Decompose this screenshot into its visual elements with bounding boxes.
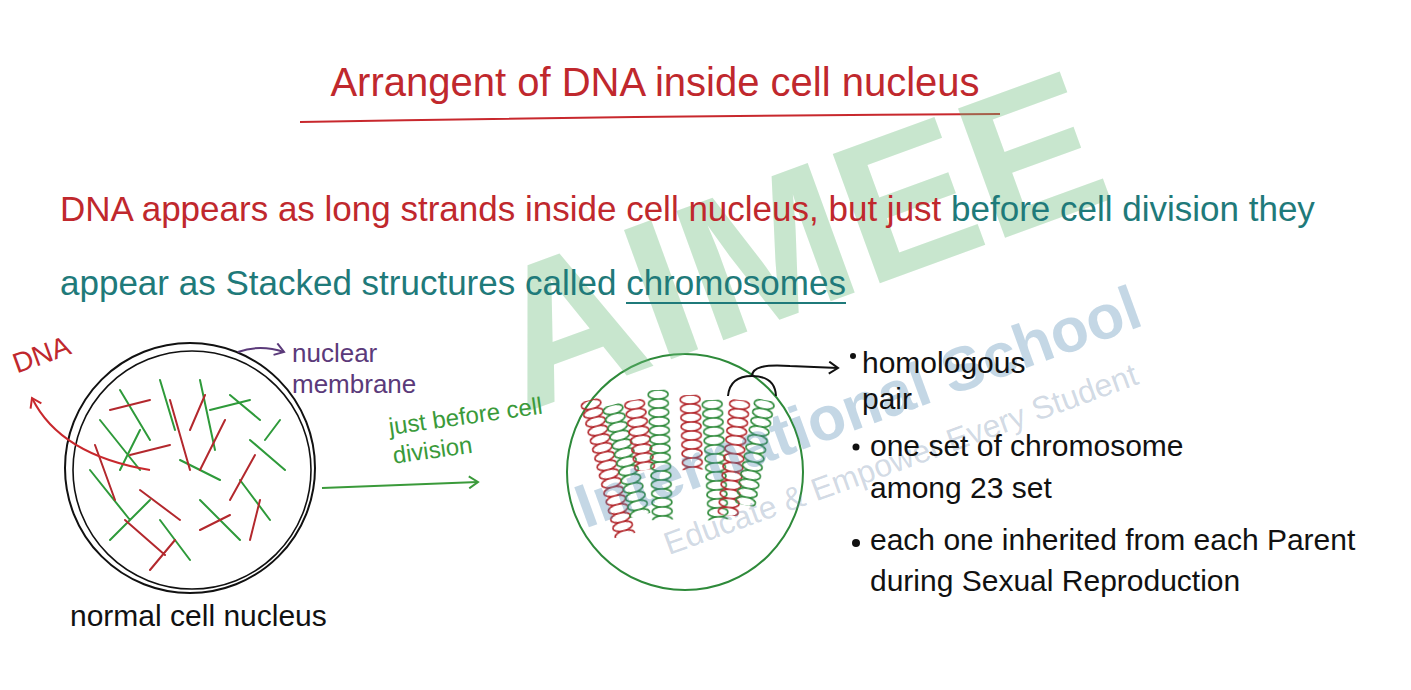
part-label: nuclear membrane [292, 338, 442, 400]
figure-caption: normal cell nucleus [70, 598, 327, 634]
note-text: one set of chromosome among 23 set [870, 425, 1220, 509]
body-text: DNA appears as long strands inside cell … [60, 189, 941, 228]
transition-arrow [322, 482, 478, 488]
callout-label: homologous pair [862, 345, 1052, 417]
part-label: DNA [8, 329, 75, 381]
bullet-dot [850, 353, 856, 359]
bullet-dot [852, 539, 860, 547]
membrane-leader [238, 348, 284, 352]
key-term: chromosomes [626, 263, 846, 304]
arrow-label: just before cell division [387, 387, 578, 470]
normal-nucleus [65, 343, 315, 593]
dna-leader [32, 398, 150, 470]
body-paragraph: DNA appears as long strands inside cell … [60, 172, 1360, 320]
note-text: each one inherited from each Parent duri… [870, 520, 1390, 601]
